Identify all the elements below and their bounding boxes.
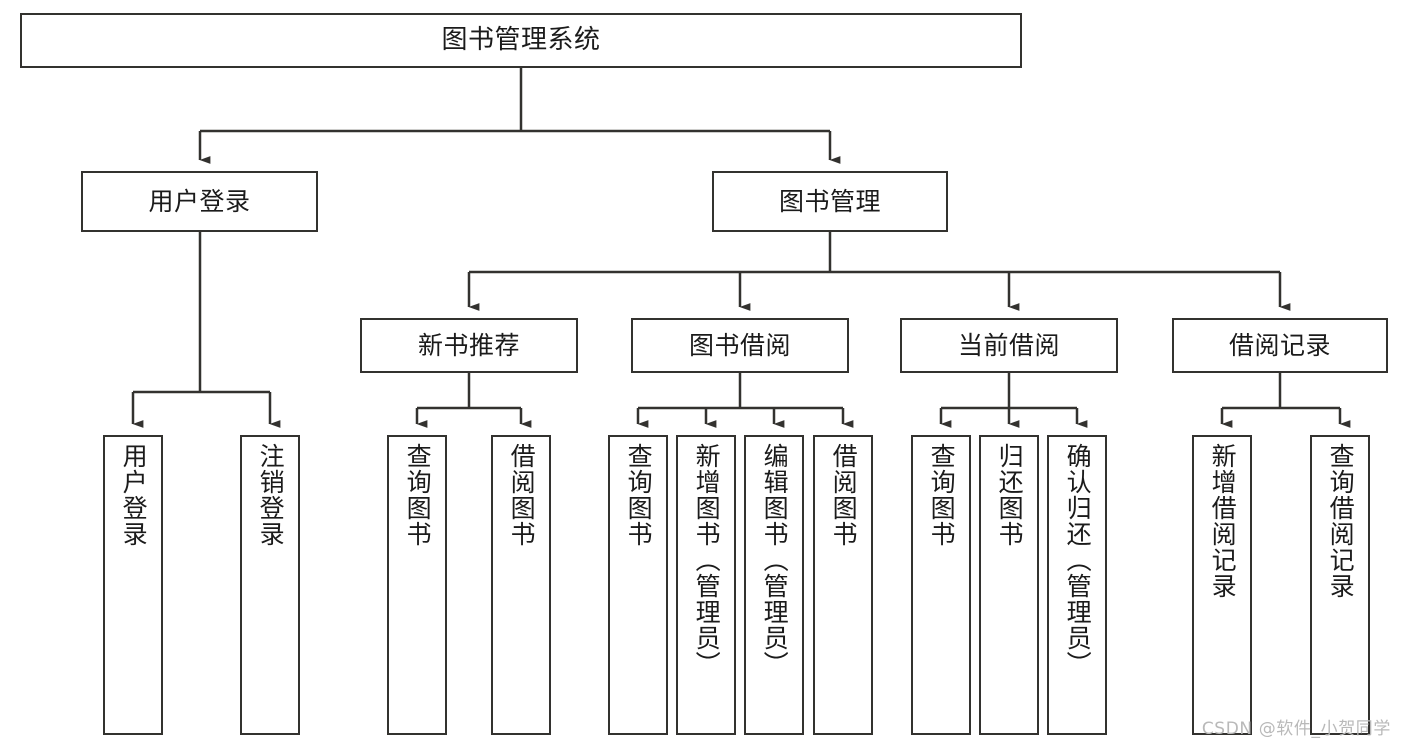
node-root-book-management-system[interactable]: 图书管理系统 [20, 13, 1022, 68]
node-label: 当前借阅 [957, 330, 1060, 360]
node-label: 借阅图书 [507, 443, 537, 547]
node-leaf-borrow-query-book[interactable]: 查询图书 [608, 435, 668, 735]
node-label: 查询图书 [927, 443, 957, 547]
node-label: 新增图书（管理员） [692, 443, 722, 677]
node-leaf-user-login-signin[interactable]: 用户登录 [103, 435, 163, 735]
node-leaf-newbook-query-book[interactable]: 查询图书 [387, 435, 447, 735]
node-label: 借阅记录 [1228, 330, 1331, 360]
node-label: 用户登录 [119, 443, 149, 547]
node-borrow-record[interactable]: 借阅记录 [1172, 318, 1388, 373]
node-label: 图书管理 [778, 186, 881, 216]
node-label: 查询借阅记录 [1326, 443, 1356, 599]
node-label: 图书借阅 [688, 330, 791, 360]
node-label: 编辑图书（管理员） [760, 443, 790, 677]
node-user-login[interactable]: 用户登录 [81, 171, 318, 232]
node-leaf-current-confirm-return-admin[interactable]: 确认归还（管理员） [1047, 435, 1107, 735]
node-label: 归还图书 [995, 443, 1025, 547]
node-current-borrow[interactable]: 当前借阅 [900, 318, 1118, 373]
node-leaf-borrow-borrow-book[interactable]: 借阅图书 [813, 435, 873, 735]
node-leaf-user-login-signout[interactable]: 注销登录 [240, 435, 300, 735]
node-leaf-record-add-record[interactable]: 新增借阅记录 [1192, 435, 1252, 735]
node-label: 注销登录 [256, 443, 286, 547]
node-label: 查询图书 [624, 443, 654, 547]
node-label: 图书管理系统 [441, 25, 601, 56]
node-leaf-current-return-book[interactable]: 归还图书 [979, 435, 1039, 735]
watermark-text: CSDN @软件_小贺同学 [1201, 719, 1391, 739]
node-label: 新书推荐 [417, 330, 520, 360]
node-leaf-borrow-add-book-admin[interactable]: 新增图书（管理员） [676, 435, 736, 735]
node-label: 新增借阅记录 [1208, 443, 1238, 599]
node-leaf-record-query-record[interactable]: 查询借阅记录 [1310, 435, 1370, 735]
node-new-book-recommend[interactable]: 新书推荐 [360, 318, 578, 373]
node-book-borrow[interactable]: 图书借阅 [631, 318, 849, 373]
node-leaf-current-query-book[interactable]: 查询图书 [911, 435, 971, 735]
node-label: 用户登录 [148, 186, 251, 216]
node-label: 查询图书 [403, 443, 433, 547]
node-leaf-newbook-borrow-book[interactable]: 借阅图书 [491, 435, 551, 735]
node-book-management[interactable]: 图书管理 [712, 171, 948, 232]
node-leaf-borrow-edit-book-admin[interactable]: 编辑图书（管理员） [744, 435, 804, 735]
node-label: 借阅图书 [829, 443, 859, 547]
node-label: 确认归还（管理员） [1063, 443, 1093, 677]
